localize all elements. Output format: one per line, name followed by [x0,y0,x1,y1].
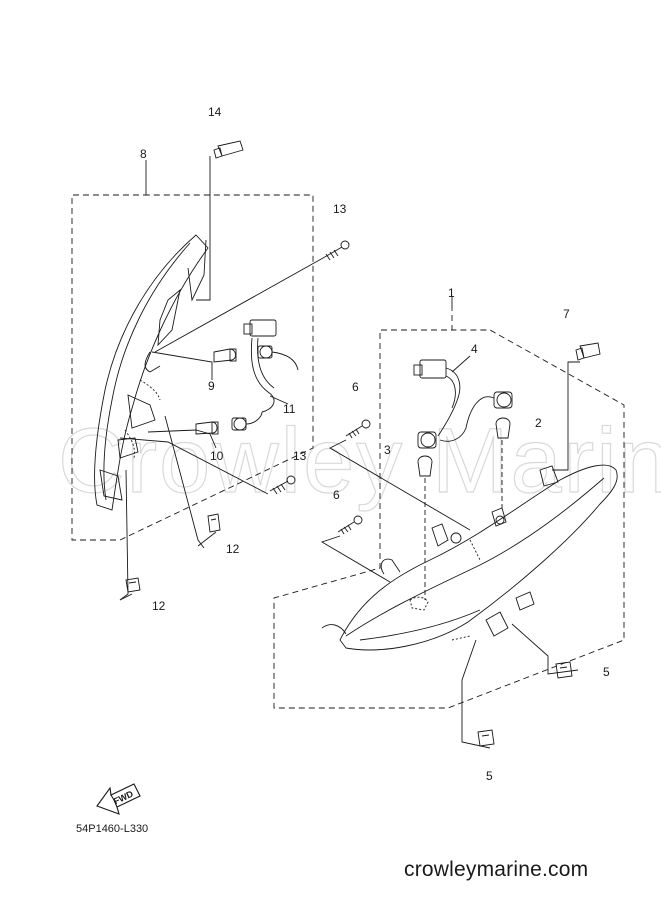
callout-12-upper: 12 [226,542,240,556]
clip-nut-12-upper [207,513,221,533]
leader-5-right [511,623,579,675]
bulb-3 [417,455,433,477]
callout-5-right: 5 [603,665,610,679]
wire-harness-4 [413,359,513,449]
callout-13-lower: 13 [293,449,307,463]
callout-3: 3 [384,443,391,457]
leader-12-lower [119,469,129,601]
screw-6-lower [337,515,363,535]
callout-10: 10 [210,449,224,463]
wire-harness-11 [231,319,299,431]
left-signal-housing [94,234,209,511]
screw-13-lower [269,475,296,495]
right-assembly-frame [273,305,625,709]
screw-13-upper [322,240,350,261]
bulb-2 [495,417,511,439]
leader-12-upper [164,415,205,549]
left-assembly-frame [71,192,314,541]
leader-10 [147,429,217,449]
leader-6-upper [329,439,471,531]
callout-labels: 1 2 3 4 5 5 6 6 7 8 9 10 11 12 12 13 13 … [140,105,610,783]
callout-7: 7 [563,307,570,321]
fwd-arrow-icon [96,783,141,815]
callout-2: 2 [535,416,542,430]
leader-13-upper [154,257,324,353]
connector-14 [213,140,244,159]
watermark-text: Crowley Marine [58,410,661,512]
leader-4 [451,355,471,373]
leader-11 [269,395,289,405]
clip-nut-5-lower [477,729,495,747]
callout-14: 14 [208,105,222,119]
callout-11: 11 [283,402,296,416]
leader-12-lower-b [119,593,133,601]
leader-5-lower [461,639,491,749]
callout-5-lower: 5 [486,769,493,783]
leader-13-lower [119,437,269,495]
callout-6-upper: 6 [352,380,359,394]
site-url: crowleymarine.com [404,858,589,881]
leader-14 [196,156,211,301]
callout-8: 8 [140,147,147,161]
callout-1: 1 [448,286,455,300]
right-signal-housing [321,464,618,651]
callout-9: 9 [208,379,215,393]
callout-12-lower: 12 [152,599,166,613]
leader-7 [552,361,580,471]
callout-6-lower: 6 [333,488,340,502]
clip-nut-5-right [555,661,573,679]
callout-4: 4 [471,342,478,356]
clip-nut-12-lower [125,577,141,593]
bulb-10 [195,421,219,435]
leader-6-lower [320,535,391,583]
connector-7 [575,342,601,361]
callout-13-upper: 13 [333,202,347,216]
screw-6-upper [345,419,371,439]
leader-12-upper-b [197,531,217,547]
bulb-9 [213,348,237,363]
leader-9 [151,351,213,380]
diagram-reference-code: 54P1460-L330 [76,823,149,835]
